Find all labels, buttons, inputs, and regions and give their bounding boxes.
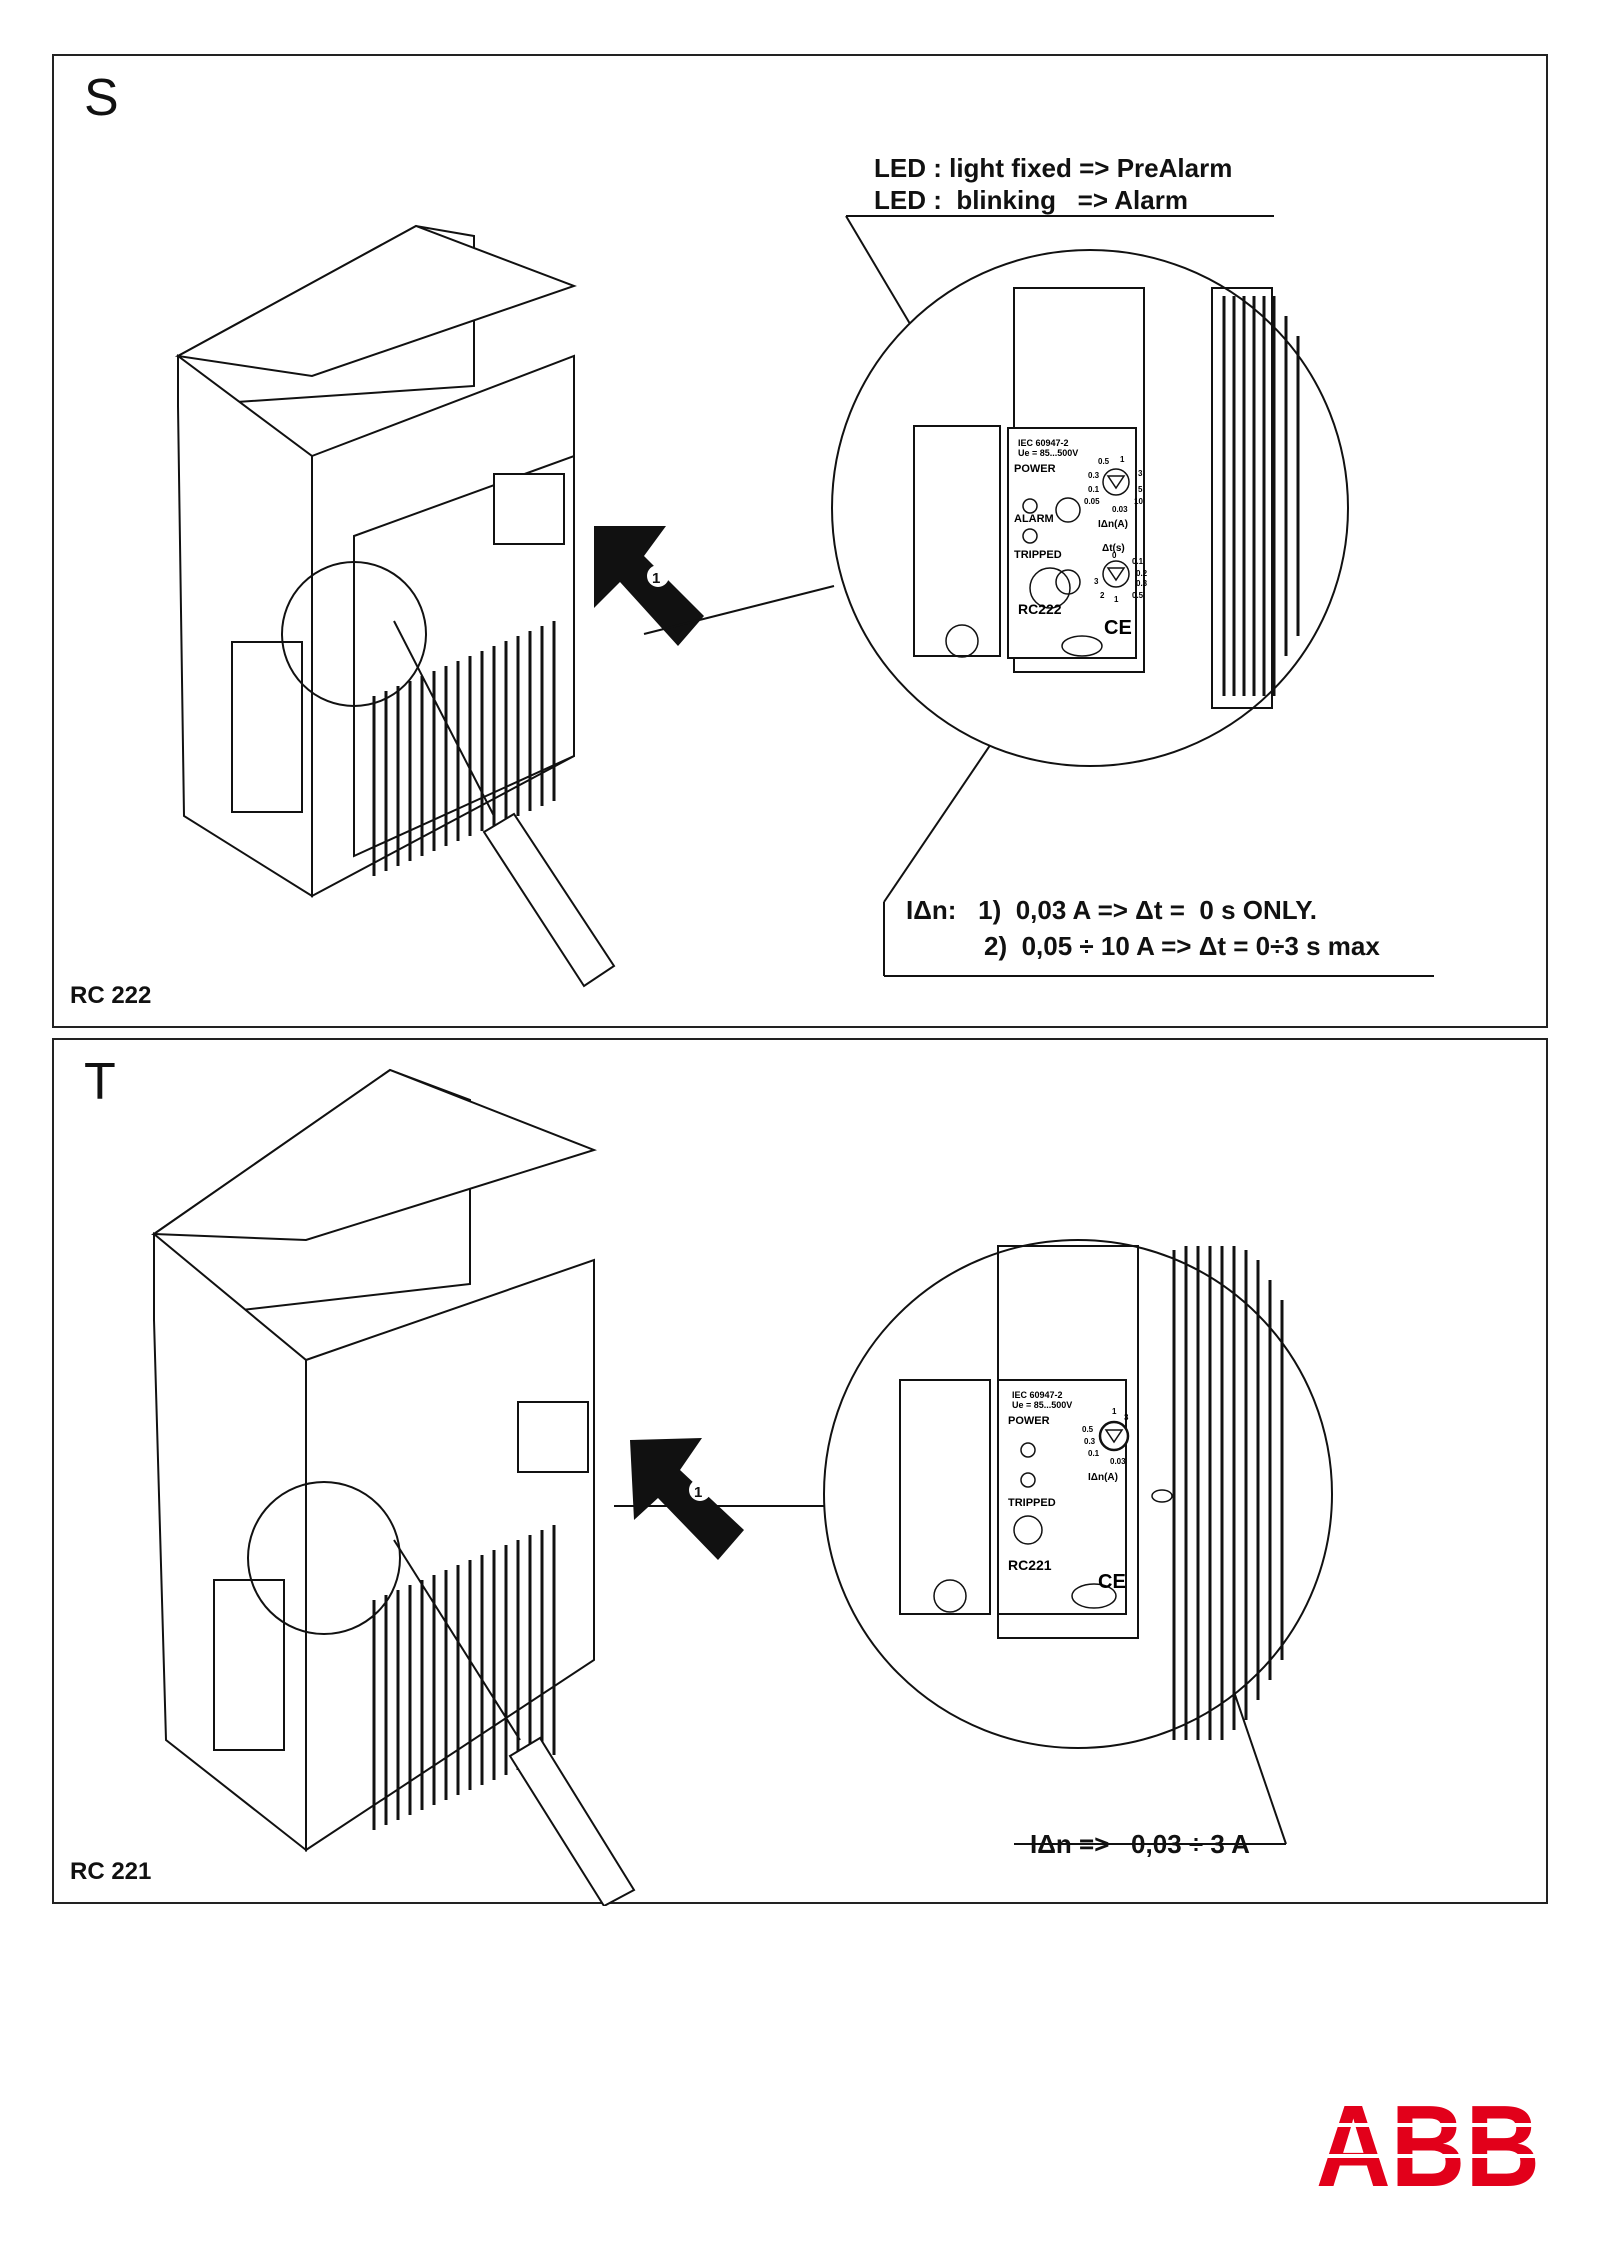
step-number: 1: [652, 570, 660, 587]
svg-text:1: 1: [1120, 455, 1125, 464]
relay-voltage: Ue = 85...500V: [1012, 1400, 1072, 1410]
magnified-view: [823, 1239, 1333, 1749]
idn-line-1: 1) 0,03 A => Δt = 0 s ONLY.: [978, 895, 1317, 925]
svg-text:2: 2: [1100, 591, 1105, 600]
svg-text:1: 1: [1114, 595, 1119, 604]
insert-arrow[interactable]: [594, 526, 704, 646]
svg-text:3: 3: [1138, 469, 1143, 478]
idn-note: IΔn: 1) 0,03 A => Δt = 0 s ONLY.: [906, 894, 1317, 926]
idn-scale: 0.5 1 3 5 10 0.03 0.05 0.1 0.3: [1084, 455, 1143, 514]
idn-dial[interactable]: [1098, 1420, 1130, 1452]
idn-dial[interactable]: [1102, 468, 1130, 496]
svg-text:0.5: 0.5: [1098, 457, 1110, 466]
svg-text:0.03: 0.03: [1110, 1457, 1126, 1466]
vent-slots: [372, 621, 556, 876]
dt-dial[interactable]: [1102, 560, 1130, 588]
vent-slots: [372, 1525, 556, 1830]
detail-circle-small: [281, 561, 427, 707]
relay-tripped-label: TRIPPED: [1008, 1497, 1056, 1509]
svg-text:3: 3: [1124, 1413, 1129, 1422]
magnified-view: [831, 249, 1349, 767]
relay-ce-mark: CE: [1104, 617, 1132, 639]
idn-note: IΔn => 0,03 ÷ 3 A: [1030, 1829, 1250, 1859]
idn-note-2: 2) 0,05 ÷ 10 A => Δt = 0÷3 s max: [984, 930, 1380, 962]
svg-text:0.1: 0.1: [1088, 485, 1100, 494]
screwdriver: [393, 1539, 636, 1906]
relay-standard: IEC 60947-2: [1018, 438, 1069, 448]
svg-text:0.1: 0.1: [1132, 557, 1144, 566]
circuit-breaker: [150, 1068, 598, 1853]
circuit-breaker: [174, 224, 577, 898]
relay-idn-unit: IΔn(A): [1098, 519, 1128, 530]
screwdriver: [393, 620, 616, 988]
relay-tripped-label: TRIPPED: [1014, 549, 1062, 561]
led-note: LED : light fixed => PreAlarm LED : blin…: [874, 152, 1232, 216]
svg-text:0.05: 0.05: [1084, 497, 1100, 506]
svg-text:0.3: 0.3: [1088, 471, 1100, 480]
detail-circle-small: [247, 1481, 401, 1635]
insert-arrow[interactable]: [630, 1438, 744, 1560]
svg-text:0: 0: [1112, 551, 1117, 560]
svg-text:0.3: 0.3: [1084, 1437, 1096, 1446]
svg-text:0.1: 0.1: [1088, 1449, 1100, 1458]
svg-text:0.3: 0.3: [1136, 579, 1148, 588]
led-note-line-2: LED : blinking => Alarm: [874, 185, 1188, 215]
panel-t: T 1: [52, 1038, 1548, 1906]
rc221-illustration: 1 IEC 60947-2 Ue = 8: [150, 1068, 1333, 1906]
relay-power-label: POWER: [1014, 463, 1056, 475]
svg-text:0.2: 0.2: [1136, 569, 1148, 578]
svg-text:5: 5: [1138, 485, 1143, 494]
panel-s: S: [52, 54, 1548, 1028]
panel-letter: S: [84, 69, 119, 127]
relay-name: RC222: [1018, 601, 1062, 617]
dt-scale: 0 0.1 0.2 0.3 0.5 1 2 3: [1094, 551, 1148, 604]
svg-text:10: 10: [1134, 497, 1143, 506]
relay-name: RC221: [1008, 1557, 1052, 1573]
svg-text:0.5: 0.5: [1132, 591, 1144, 600]
relay-dt-unit: Δt(s): [1102, 543, 1125, 554]
model-label: RC 221: [70, 1858, 152, 1885]
abb-logo: ABB: [1316, 2090, 1542, 2192]
relay-alarm-label: ALARM: [1014, 513, 1054, 525]
relay-power-label: POWER: [1008, 1415, 1050, 1427]
svg-text:0.5: 0.5: [1082, 1425, 1094, 1434]
svg-text:0.03: 0.03: [1112, 505, 1128, 514]
model-label: RC 222: [70, 982, 152, 1009]
idn-line-2: 2) 0,05 ÷ 10 A => Δt = 0÷3 s max: [984, 931, 1380, 961]
rc222-illustration: 1: [174, 215, 1434, 988]
relay-ce-mark: CE: [1098, 1571, 1126, 1593]
step-number: 1: [694, 1484, 702, 1501]
idn-scale: 0.5 0.3 0.1 1 3 0.03: [1082, 1407, 1129, 1466]
idn-label: IΔn:: [906, 895, 957, 925]
svg-text:3: 3: [1094, 577, 1099, 586]
panel-letter: T: [84, 1053, 116, 1111]
abb-logo-text: ABB: [1316, 2090, 1540, 2192]
relay-idn-unit: IΔn(A): [1088, 1472, 1118, 1483]
relay-standard: IEC 60947-2: [1012, 1390, 1063, 1400]
svg-text:1: 1: [1112, 1407, 1117, 1416]
led-note-line-1: LED : light fixed => PreAlarm: [874, 153, 1233, 183]
relay-voltage: Ue = 85...500V: [1018, 448, 1078, 458]
